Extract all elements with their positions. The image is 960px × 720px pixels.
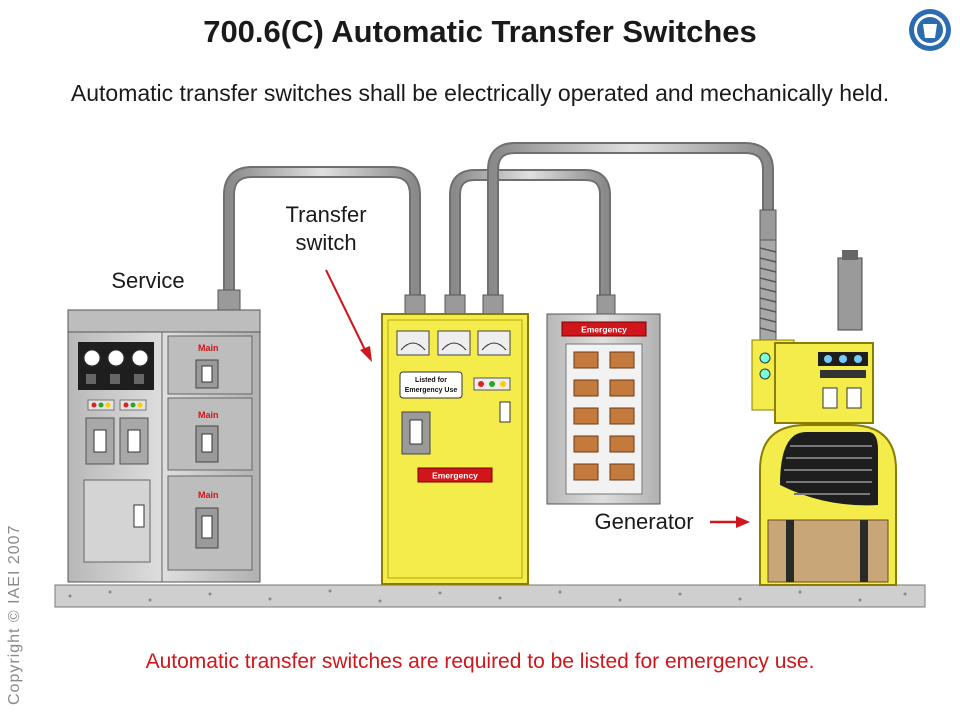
footer-note: Automatic transfer switches are required… — [145, 650, 815, 673]
transfer-switch-cabinet: Listed for Emergency Use Emergency — [381, 294, 529, 585]
page-title: 700.6(C) Automatic Transfer Switches — [203, 14, 757, 49]
listed-label-plate — [399, 371, 463, 399]
flexible-conduit — [759, 209, 777, 341]
voltmeter-icons — [396, 330, 511, 356]
main-breaker-label-3: Main — [198, 490, 219, 500]
main-breaker-label-2: Main — [198, 410, 219, 420]
transfer-switch-label-line2: switch — [295, 230, 356, 255]
transfer-switch-label-line1: Transfer — [285, 202, 366, 227]
emergency-label-plate — [417, 467, 493, 483]
copyright-text: Copyright © IAEI 2007 — [6, 524, 23, 705]
iaei-seal-icon — [909, 9, 951, 51]
conduit-transfer-to-generator — [487, 142, 774, 305]
listed-label-line1: Listed for — [415, 377, 447, 384]
page-subtitle: Automatic transfer switches shall be ele… — [70, 80, 890, 106]
transfer-switch-arrow-icon — [325, 269, 372, 362]
panel-emergency-label: Emergency — [581, 325, 627, 335]
main-breaker-label-1: Main — [198, 343, 219, 353]
transfer-emergency-label: Emergency — [432, 471, 478, 481]
service-label: Service — [111, 268, 184, 293]
service-switchboard: Main Main Main — [67, 289, 261, 583]
listed-label-line2: Emergency Use — [405, 387, 458, 394]
emergency-panelboard: Emergency — [546, 294, 661, 505]
conduit-service-to-transfer — [223, 166, 421, 305]
generator — [751, 250, 897, 586]
generator-arrow-icon — [710, 516, 750, 528]
generator-label: Generator — [594, 509, 693, 534]
conduit-transfer-to-emergency-panel — [449, 169, 611, 305]
ground-slab — [54, 584, 926, 608]
